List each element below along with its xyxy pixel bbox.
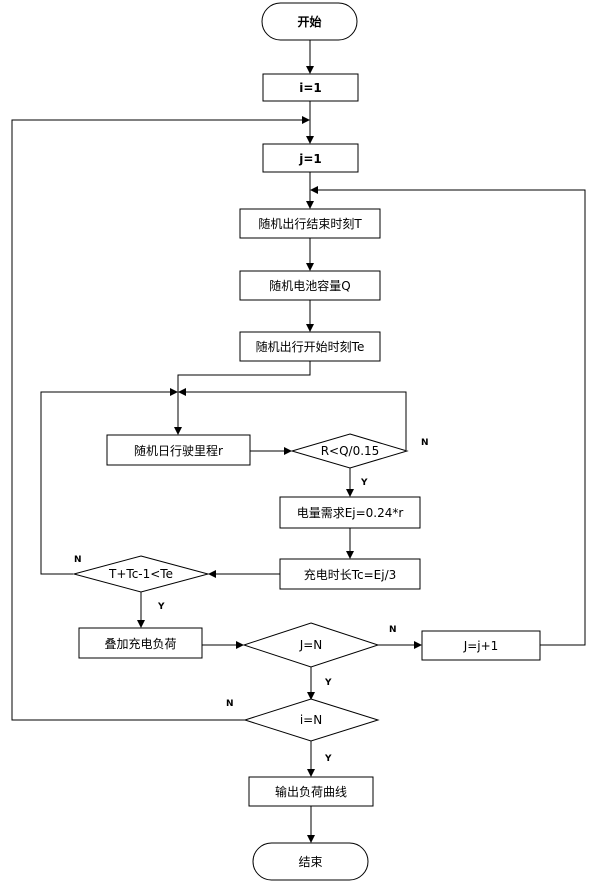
edge-time-no-back [40, 388, 178, 575]
node-i-init: i=1 [262, 73, 359, 102]
j-increment-shape [421, 630, 541, 661]
cond-rq-decision-shape [290, 433, 409, 469]
node-random-start-time: 随机出行开始时刻Te [239, 331, 381, 362]
node-random-mileage: 随机日行驶里程r [106, 434, 251, 466]
node-accumulate-load: 叠加充电负荷 [78, 627, 203, 659]
node-j-init: j=1 [262, 143, 359, 173]
cond-i-label: i=N [300, 713, 322, 727]
random-battery-label: 随机电池容量Q [269, 278, 350, 293]
node-start: 开始 [261, 2, 358, 41]
label-j-yes: Y [324, 678, 332, 688]
random-start-time-label: 随机出行开始时刻Te [256, 339, 365, 354]
accumulate-load-label: 叠加充电负荷 [104, 636, 176, 651]
energy-demand-shape [279, 496, 421, 529]
cond-j-decision-shape [242, 622, 380, 668]
cond-i-decision-shape [243, 698, 380, 742]
accumulate-load-shape [78, 627, 203, 659]
output-curve-label: 输出负荷曲线 [275, 784, 347, 799]
label-i-no: N [226, 699, 234, 709]
node-charge-time: 充电时长Tc=Ej/3 [279, 558, 421, 590]
i-init-process-shape [262, 73, 359, 102]
node-random-end-time: 随机出行结束时刻T [239, 208, 381, 239]
random-start-time-shape [239, 331, 381, 362]
random-mileage-label: 随机日行驶里程r [134, 443, 223, 458]
end-label: 结束 [298, 855, 322, 869]
random-end-time-shape [239, 208, 381, 239]
j-init-process-shape [262, 143, 359, 173]
edge-labels: N Y N Y N Y N Y [74, 438, 429, 764]
label-time-yes: Y [157, 602, 165, 612]
j-increment-label: J=j+1 [463, 639, 499, 653]
edge-start-time-to-mileage [174, 361, 311, 435]
cond-time-decision-shape [72, 555, 210, 593]
edges [11, 40, 586, 843]
start-label: 开始 [297, 14, 321, 29]
start-terminal-shape [261, 2, 358, 41]
label-rq-yes: Y [360, 478, 368, 488]
node-end: 结束 [252, 842, 369, 881]
node-energy-demand: 电量需求Ej=0.24*r [279, 496, 421, 529]
edge-rq-no-back [178, 388, 407, 450]
cond-j-label: J=N [299, 638, 323, 652]
charge-time-shape [279, 558, 421, 590]
cond-time-label: T+Tc-1<Te [108, 567, 173, 581]
charge-time-label: 充电时长Tc=Ej/3 [304, 567, 397, 582]
random-end-time-label: 随机出行结束时刻T [258, 216, 362, 231]
random-mileage-shape [106, 434, 251, 466]
label-time-no: N [74, 555, 82, 565]
label-rq-no: N [421, 438, 429, 448]
node-cond-j: J=N [242, 622, 380, 668]
node-j-increment: J=j+1 [421, 630, 541, 661]
edge-loop-i-back [11, 116, 310, 721]
edge-loop-j-back [310, 186, 586, 646]
node-cond-rq: R<Q/0.15 [290, 433, 409, 469]
i-init-label: i=1 [299, 81, 322, 95]
node-random-battery: 随机电池容量Q [239, 270, 381, 301]
j-init-label: j=1 [298, 152, 322, 166]
end-terminal-shape [252, 842, 369, 881]
node-cond-time: T+Tc-1<Te [72, 555, 210, 593]
energy-demand-label: 电量需求Ej=0.24*r [297, 506, 404, 520]
label-j-no: N [389, 625, 397, 635]
node-output-curve: 输出负荷曲线 [248, 776, 374, 807]
output-curve-shape [248, 776, 374, 807]
label-i-yes: Y [324, 754, 332, 764]
cond-rq-label: R<Q/0.15 [321, 444, 380, 458]
random-battery-shape [239, 270, 381, 301]
node-cond-i: i=N [243, 698, 380, 742]
